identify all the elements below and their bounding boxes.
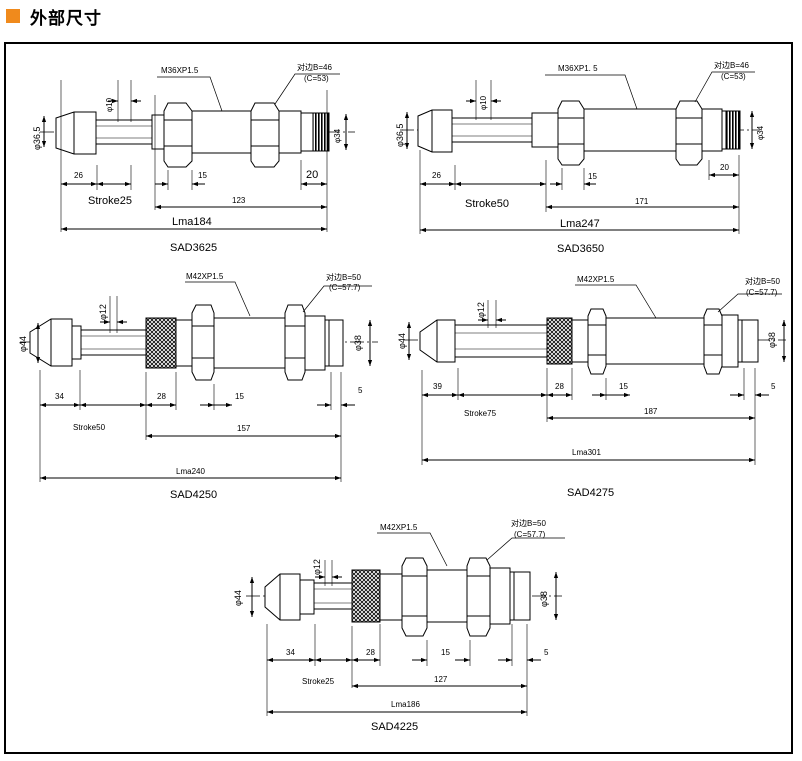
dia-body-label: φ38 — [353, 335, 363, 351]
dia-rod-label: φ12 — [476, 302, 486, 318]
lma-label: Lma184 — [172, 216, 212, 228]
model-label: SAD3625 — [170, 242, 217, 254]
dia-rod-label: φ10 — [105, 97, 114, 112]
dim-knurl-label: 28 — [555, 382, 564, 391]
dim-head-label: 34 — [286, 648, 295, 657]
dim-body-label: 127 — [434, 675, 448, 684]
dia-head-label: φ36.5 — [395, 124, 405, 147]
dim-end-label: 5 — [771, 382, 776, 391]
dia-body-label: φ34 — [756, 125, 765, 140]
model-label: SAD4275 — [567, 487, 614, 499]
thread-label: M42XP1.5 — [380, 523, 418, 532]
labels-sad4275: M42XP1.5 对边B=50 (C=57.7) φ44 φ12 φ38 39 … — [397, 275, 780, 499]
dim-knurl-label: 28 — [366, 648, 375, 657]
dim-end-label: 20 — [306, 169, 318, 181]
corner-label: (C=53) — [721, 72, 746, 81]
dim-nut-label: 15 — [588, 172, 597, 181]
labels-sad3650: M36XP1. 5 对边B=46 (C=53) φ36.5 φ10 φ34 26… — [395, 60, 765, 255]
dim-nut-label: 15 — [441, 648, 450, 657]
drawing-sad4275 — [404, 284, 787, 465]
dia-rod-label: φ12 — [98, 304, 108, 320]
dim-knurl-label: 28 — [157, 392, 166, 401]
dim-nut-label: 15 — [198, 171, 207, 180]
dia-body-label: φ38 — [539, 591, 549, 607]
dim-end-label: 5 — [358, 386, 363, 395]
dia-head-label: φ44 — [233, 590, 243, 606]
stroke-label: Stroke25 — [88, 195, 132, 207]
dim-body-label: 187 — [644, 407, 658, 416]
lma-label: Lma240 — [176, 467, 205, 476]
flats-label: 对边B=50 — [745, 276, 780, 286]
thread-label: M36XP1.5 — [161, 66, 199, 75]
corner-label: (C=57.7) — [329, 283, 361, 292]
labels-sad4225: M42XP1.5 对边B=50 (C=57.7) φ44 φ12 φ38 34 … — [233, 518, 549, 733]
dia-head-label: φ44 — [397, 333, 407, 349]
lma-label: Lma186 — [391, 700, 420, 709]
section-title: 外部尺寸 — [30, 8, 102, 29]
model-label: SAD3650 — [557, 243, 604, 255]
dim-nut-label: 15 — [235, 392, 244, 401]
stroke-label: Stroke50 — [73, 423, 106, 432]
orange-square-icon — [6, 9, 20, 23]
section-header: 外部尺寸 — [6, 5, 102, 29]
flats-label: 对边B=46 — [297, 62, 332, 72]
drawing-sad4225 — [246, 532, 565, 716]
corner-label: (C=53) — [304, 74, 329, 83]
dim-head-label: 26 — [74, 171, 83, 180]
corner-label: (C=57.7) — [514, 530, 546, 539]
dia-head-label: φ44 — [18, 336, 28, 352]
flats-label: 对边B=46 — [714, 60, 749, 70]
drawing-frame — [4, 42, 793, 754]
dim-body-label: 157 — [237, 424, 251, 433]
labels-sad4250: M42XP1.5 对边B=50 (C=57.7) φ44 φ12 φ38 34 … — [18, 272, 363, 501]
model-label: SAD4250 — [170, 489, 217, 501]
flats-label: 对边B=50 — [511, 518, 546, 528]
dia-rod-label: φ12 — [312, 559, 322, 575]
drawing-sad3625 — [40, 73, 355, 232]
dim-body-label: 123 — [232, 196, 246, 205]
dia-body-label: φ38 — [767, 332, 777, 348]
dim-body-label: 171 — [635, 197, 649, 206]
stroke-label: Stroke25 — [302, 677, 335, 686]
thread-label: M42XP1.5 — [186, 272, 224, 281]
labels-sad3625: M36XP1.5 对边B=46 (C=53) φ36.5 φ10 φ34 26 … — [32, 62, 342, 254]
drawing-sad4250 — [20, 281, 378, 482]
dia-head-label: φ36.5 — [32, 127, 42, 150]
model-label: SAD4225 — [371, 721, 418, 733]
dim-head-label: 26 — [432, 171, 441, 180]
corner-label: (C=57.7) — [746, 288, 778, 297]
thread-label: M36XP1. 5 — [558, 64, 598, 73]
dia-rod-label: φ10 — [479, 95, 488, 110]
dim-end-label: 5 — [544, 648, 549, 657]
flats-label: 对边B=50 — [326, 272, 361, 282]
dim-head-label: 39 — [433, 382, 442, 391]
thread-label: M42XP1.5 — [577, 275, 615, 284]
stroke-label: Stroke75 — [464, 409, 497, 418]
lma-label: Lma301 — [572, 448, 601, 457]
dia-body-label: φ34 — [333, 128, 342, 143]
drawing-sad3650 — [400, 71, 760, 234]
dim-nut-label: 15 — [619, 382, 628, 391]
dim-end-label: 20 — [720, 163, 729, 172]
lma-label: Lma247 — [560, 218, 600, 230]
stroke-label: Stroke50 — [465, 198, 509, 210]
dim-head-label: 34 — [55, 392, 64, 401]
